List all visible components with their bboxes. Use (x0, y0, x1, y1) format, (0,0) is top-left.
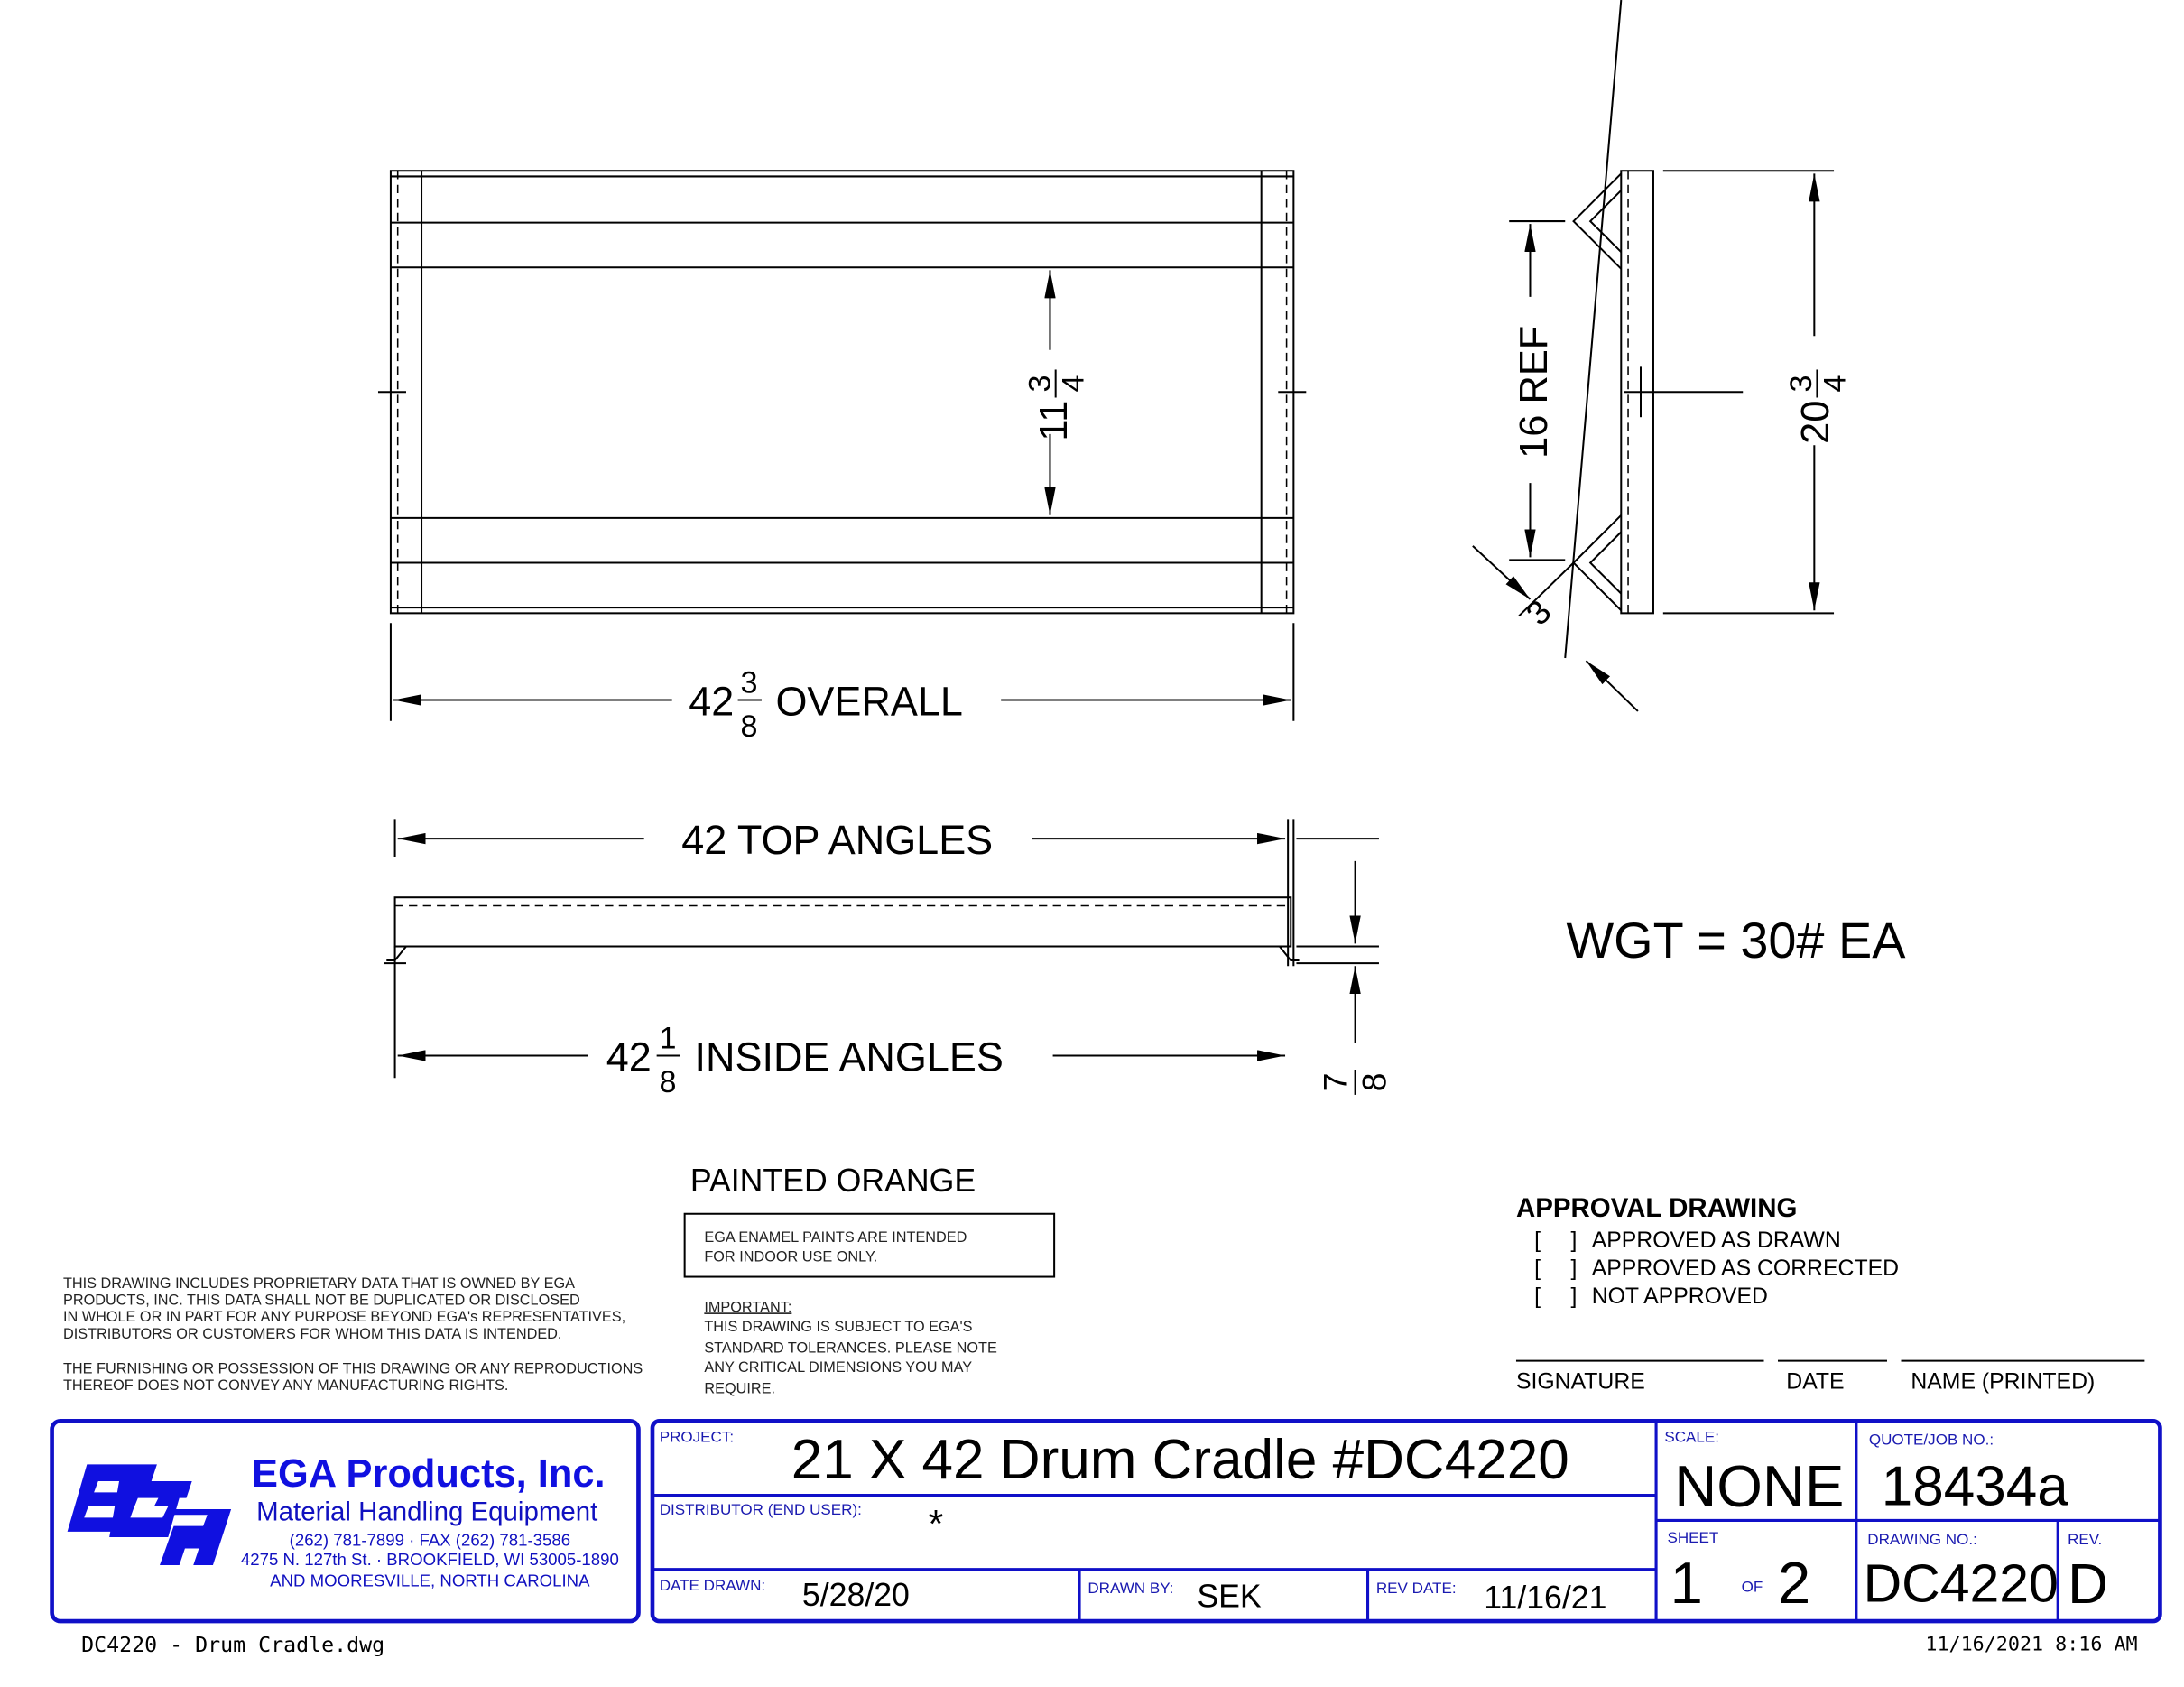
svg-text:4275 N. 127th St. · BROOKFIELD: 4275 N. 127th St. · BROOKFIELD, WI 53005… (241, 1550, 619, 1569)
svg-text:3: 3 (1784, 375, 1818, 392)
svg-text:IN WHOLE OR IN PART FOR ANY PU: IN WHOLE OR IN PART FOR ANY PURPOSE BEYO… (63, 1309, 625, 1325)
svg-text:REV.: REV. (2068, 1531, 2102, 1548)
svg-text:NOT APPROVED: NOT APPROVED (1592, 1284, 1768, 1309)
drawing-number: DC4220 (1864, 1554, 2059, 1613)
svg-text:INSIDE ANGLES: INSIDE ANGLES (695, 1034, 1004, 1080)
svg-text:PRODUCTS, INC. THIS DATA SHAL: PRODUCTS, INC. THIS DATA SHALL NOT BE DU… (63, 1293, 580, 1309)
distributor-value: * (929, 1503, 944, 1546)
company-name: EGA Products, Inc. (252, 1452, 606, 1496)
svg-text:DISTRIBUTOR (END USER):: DISTRIBUTOR (END USER): (660, 1501, 862, 1518)
svg-text:DATE: DATE (1786, 1370, 1844, 1395)
dim-height-inner: 11 3 4 (1023, 369, 1091, 441)
paint-title: PAINTED ORANGE (690, 1163, 976, 1199)
svg-text:7: 7 (1316, 1073, 1354, 1092)
svg-text:20: 20 (1794, 401, 1837, 444)
paint-note-box (683, 1212, 1056, 1278)
svg-text:4: 4 (1057, 375, 1091, 392)
dim-side-height: 20 3 4 (1784, 369, 1852, 444)
date-drawn: 5/28/20 (802, 1577, 910, 1613)
svg-text:[: [ (1534, 1284, 1541, 1309)
svg-text:11: 11 (1032, 401, 1076, 441)
svg-text:]: ] (1570, 1256, 1577, 1281)
svg-text:(262) 781-7899 · FAX (262): (262) 781-7899 · FAX (262) 781-3586 (290, 1530, 570, 1549)
svg-text:4: 4 (1818, 375, 1852, 392)
title-block: PROJECT: 21 X 42 Drum Cradle #DC4220 DIS… (650, 1418, 2162, 1624)
svg-text:3: 3 (1023, 375, 1057, 392)
svg-text:[: [ (1534, 1228, 1541, 1253)
svg-text:PROJECT:: PROJECT: (660, 1429, 734, 1446)
svg-text:8: 8 (660, 1065, 677, 1099)
footer-timestamp: 11/16/2021 8:16 AM (1925, 1634, 2137, 1656)
top-view: 11 3 4 42 3 8 OVERALL (377, 170, 1307, 744)
dim-ref: 16 REF (1513, 326, 1556, 459)
svg-text:FOR INDOOR USE ONLY.: FOR INDOOR USE ONLY. (704, 1248, 877, 1265)
svg-text:OF: OF (1742, 1579, 1763, 1596)
svg-text:8: 8 (1356, 1073, 1393, 1092)
svg-text:SIGNATURE: SIGNATURE (1516, 1370, 1645, 1395)
important-title: IMPORTANT: (704, 1299, 791, 1315)
rev-date: 11/16/21 (1484, 1580, 1606, 1616)
dim-inside-angles: 42 1 8 INSIDE ANGLES (606, 1022, 1004, 1099)
svg-text:EGA ENAMEL PAINTS ARE INTENDED: EGA ENAMEL PAINTS ARE INTENDED (704, 1229, 967, 1246)
footer-filename: DC4220 - Drum Cradle.dwg (81, 1633, 384, 1657)
sheet-total: 2 (1778, 1550, 1810, 1616)
approval-option[interactable]: [ ] APPROVED AS CORRECTED (1534, 1256, 1899, 1281)
svg-text:8: 8 (741, 709, 758, 744)
svg-text:DISTRIBUTORS OR CUSTOMERS FOR: DISTRIBUTORS OR CUSTOMERS FOR WHOM THIS … (63, 1326, 561, 1342)
proprietary-note: THIS DRAWING INCLUDES PROPRIETARY DATA T… (63, 1275, 643, 1394)
svg-text:THEREOF DOES NOT CONVEY ANY MA: THEREOF DOES NOT CONVEY ANY MANUFACTURIN… (63, 1377, 508, 1394)
svg-text:AND MOORESVILLE, NORTH CAROLIN: AND MOORESVILLE, NORTH CAROLINA (270, 1571, 590, 1590)
ega-logo (67, 1464, 232, 1566)
revision: D (2068, 1553, 2108, 1616)
svg-text:REQUIRE.: REQUIRE. (704, 1380, 775, 1396)
svg-text:THE FURNISHING OR POSSESSION O: THE FURNISHING OR POSSESSION OF THIS DRA… (63, 1361, 643, 1377)
dim-overall: 42 3 8 OVERALL (689, 666, 963, 744)
angle-view: 42 TOP ANGLES 42 1 8 INSIDE ANGLES 7 8 (384, 817, 1393, 1099)
weight-label: WGT = 30# EA (1566, 912, 1906, 969)
svg-text:DRAWN BY:: DRAWN BY: (1087, 1580, 1173, 1597)
svg-text:NAME (PRINTED): NAME (PRINTED) (1911, 1370, 2095, 1395)
svg-text:APPROVED AS DRAWN: APPROVED AS DRAWN (1592, 1228, 1841, 1253)
dim-angle-leg: 3 (1518, 592, 1558, 632)
approval-option[interactable]: [ ] NOT APPROVED (1534, 1284, 1768, 1309)
side-view: 20 3 4 16 REF 3 (1472, 0, 1852, 712)
svg-text:ANY CRITICAL DIMENSIONS YOU MA: ANY CRITICAL DIMENSIONS YOU MAY (704, 1359, 972, 1376)
approval-section: APPROVAL DRAWING [ ] APPROVED AS DRAWN [… (1515, 1193, 2145, 1395)
svg-text:SHEET: SHEET (1667, 1529, 1718, 1546)
scale-value: NONE (1674, 1453, 1844, 1519)
svg-text:QUOTE/JOB NO.:: QUOTE/JOB NO.: (1869, 1432, 1994, 1449)
svg-text:SCALE:: SCALE: (1664, 1429, 1719, 1446)
svg-text:DATE DRAWN:: DATE DRAWN: (660, 1577, 765, 1594)
svg-text:THIS DRAWING INCLUDES PROPRIET: THIS DRAWING INCLUDES PROPRIETARY DATA T… (63, 1275, 575, 1292)
company-block: EGA Products, Inc. Material Handling Equ… (50, 1418, 641, 1624)
project-title: 21 X 42 Drum Cradle #DC4220 (791, 1429, 1569, 1491)
svg-text:DRAWING NO.:: DRAWING NO.: (1867, 1531, 1977, 1548)
svg-text:APPROVED AS CORRECTED: APPROVED AS CORRECTED (1592, 1256, 1899, 1281)
svg-text:REV DATE:: REV DATE: (1376, 1580, 1457, 1597)
svg-text:]: ] (1570, 1228, 1577, 1253)
svg-text:3: 3 (741, 666, 758, 700)
approval-option[interactable]: [ ] APPROVED AS DRAWN (1534, 1228, 1841, 1253)
svg-text:STANDARD TOLERANCES. PLEASE N: STANDARD TOLERANCES. PLEASE NOTE (704, 1339, 997, 1356)
svg-text:42: 42 (606, 1034, 652, 1080)
svg-text:42: 42 (689, 679, 734, 725)
svg-text:OVERALL: OVERALL (775, 679, 962, 725)
svg-text:THIS DRAWING IS SUBJECT TO EGA: THIS DRAWING IS SUBJECT TO EGA'S (704, 1319, 972, 1335)
dim-thickness: 7 8 (1316, 1069, 1393, 1095)
dim-top-angles: 42 TOP ANGLES (681, 817, 993, 863)
svg-text:1: 1 (660, 1022, 677, 1056)
quote-number: 18434a (1882, 1455, 2068, 1517)
svg-text:Material Handling Equipment: Material Handling Equipment (256, 1497, 597, 1526)
drawn-by: SEK (1197, 1579, 1262, 1615)
svg-text:APPROVAL DRAWING: APPROVAL DRAWING (1516, 1193, 1797, 1223)
svg-text:[: [ (1534, 1256, 1541, 1281)
sheet-number: 1 (1670, 1550, 1703, 1616)
svg-text:]: ] (1570, 1284, 1577, 1309)
